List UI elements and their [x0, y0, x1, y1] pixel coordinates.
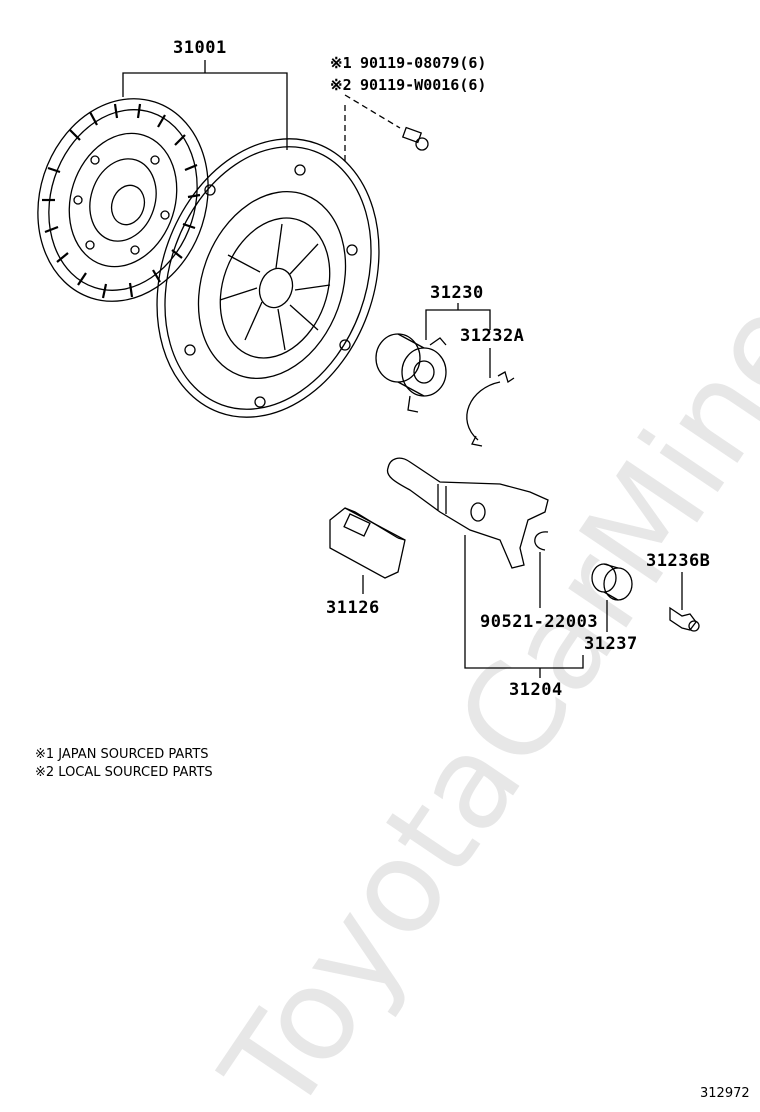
label-clutch-disc: 31001 — [173, 38, 227, 58]
boot — [329, 507, 406, 579]
label-bolt-note-1-mark: ※1 — [330, 54, 352, 72]
label-snap-ring: 90521-22003 — [480, 612, 599, 632]
ball-stud — [669, 606, 700, 632]
fork-boot — [591, 563, 633, 601]
label-release-bearing: 31230 — [430, 283, 484, 303]
label-release-fork: 31204 — [509, 680, 563, 700]
label-bearing-clip: 31232A — [460, 326, 525, 346]
bearing-clip — [466, 371, 515, 447]
label-ball-stud: 31236B — [646, 551, 711, 571]
snap-ring — [534, 531, 549, 551]
diagram-id: 312972 — [700, 1086, 750, 1101]
label-boot: 31126 — [326, 598, 380, 618]
label-bolt-note-2-mark: ※2 — [330, 76, 352, 94]
label-fork-boot: 31237 — [584, 634, 638, 654]
legend-local-sourced: ※2 LOCAL SOURCED PARTS — [35, 765, 213, 780]
release-fork — [386, 457, 549, 569]
leader-lines — [122, 60, 683, 678]
pressure-plate — [156, 138, 380, 418]
bolt — [401, 126, 429, 151]
label-bolt-part-1: 90119-08079(6) — [360, 54, 487, 72]
legend-japan-sourced: ※1 JAPAN SOURCED PARTS — [35, 747, 209, 762]
label-bolt-part-2: 90119-W0016(6) — [360, 76, 487, 94]
clutch-disc — [37, 98, 209, 302]
release-bearing — [375, 333, 447, 413]
